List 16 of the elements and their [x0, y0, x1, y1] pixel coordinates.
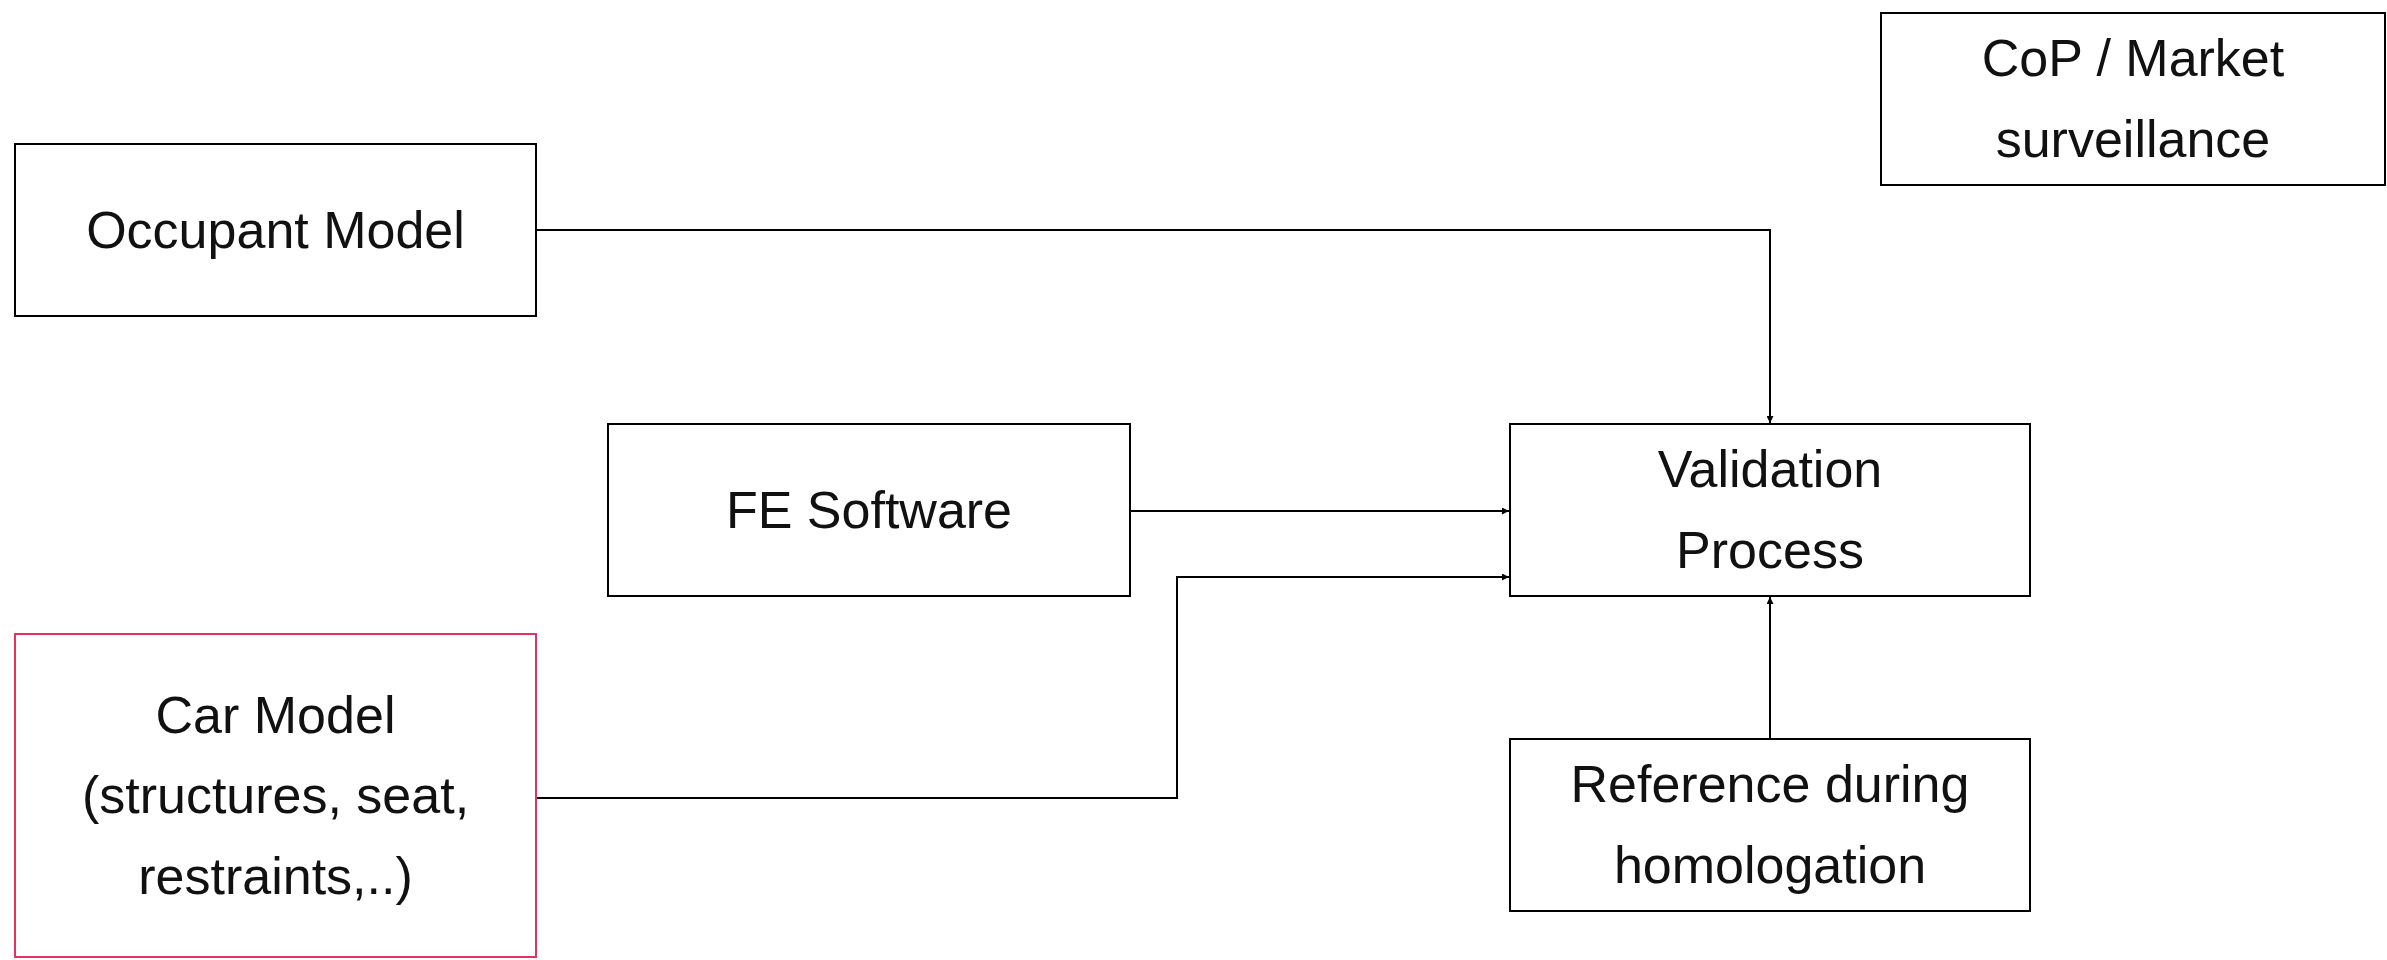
box-label: Validation Process	[1656, 439, 1884, 581]
process-box	[1509, 423, 2031, 597]
box-label: Car Model (structures, seat, restraints,..)	[80, 684, 471, 907]
arrow	[536, 573, 1510, 799]
arrow	[1130, 507, 1510, 515]
box-label: Reference during homologation	[1569, 754, 1971, 896]
box-label: CoP / Market surveillance	[1980, 28, 2286, 170]
arrow	[536, 229, 1774, 424]
process-box	[1509, 738, 2031, 912]
box-label: FE Software	[725, 479, 1013, 541]
process-box	[14, 633, 537, 958]
arrow	[1766, 596, 1774, 739]
process-box	[14, 143, 537, 317]
box-label: Occupant Model	[86, 199, 465, 261]
process-box	[607, 423, 1131, 597]
process-box	[1880, 12, 2386, 186]
